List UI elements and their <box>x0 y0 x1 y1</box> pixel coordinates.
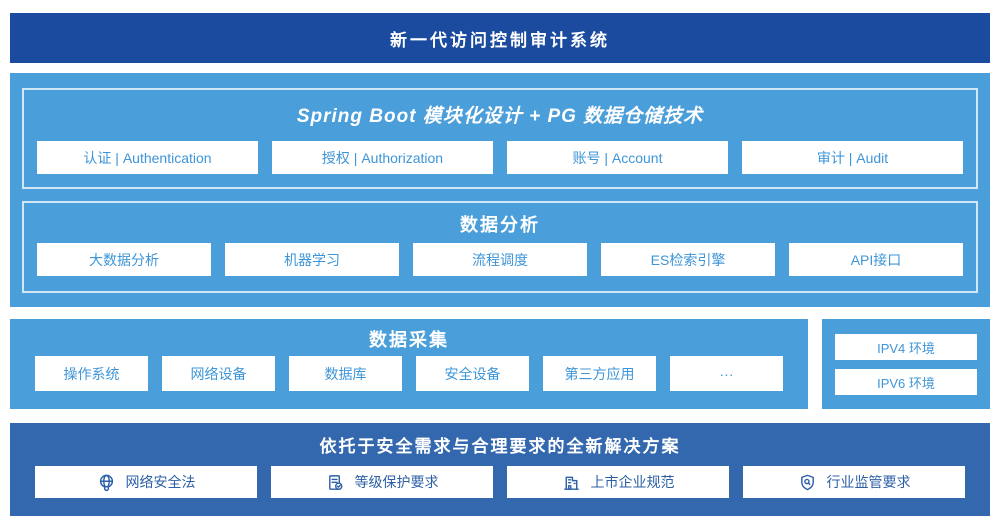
data-collection-panel: 数据采集 操作系统 网络设备 数据库 安全设备 第三方应用 ··· <box>10 319 808 409</box>
solution-row: 网络安全法 等级保护要求 <box>35 466 965 498</box>
checklist-icon <box>326 473 345 492</box>
module-box-account: 账号 | Account <box>507 141 728 174</box>
solution-box-cybersecurity-law: 网络安全法 <box>35 466 257 498</box>
building-icon <box>562 473 581 492</box>
env-box-ipv4: IPV4 环境 <box>835 334 977 360</box>
collection-box-network: 网络设备 <box>162 356 275 391</box>
data-analysis-title: 数据分析 <box>460 215 540 235</box>
module-box-authentication: 认证 | Authentication <box>37 141 258 174</box>
platform-panel: Spring Boot 模块化设计 + PG 数据仓储技术 认证 | Authe… <box>10 73 990 307</box>
analysis-box-es: ES检索引擎 <box>601 243 775 276</box>
solution-box-label: 等级保护要求 <box>354 474 439 490</box>
analysis-box-bigdata: 大数据分析 <box>37 243 211 276</box>
analysis-box-api: API接口 <box>789 243 963 276</box>
analysis-box-workflow: 流程调度 <box>413 243 587 276</box>
springboot-section-title: Spring Boot 模块化设计 + PG 数据仓储技术 <box>296 106 704 127</box>
data-collection-row: 操作系统 网络设备 数据库 安全设备 第三方应用 ··· <box>35 356 783 391</box>
solution-title: 依托于安全需求与合理要求的全新解决方案 <box>319 437 681 456</box>
collection-box-thirdparty: 第三方应用 <box>543 356 656 391</box>
data-analysis-row: 大数据分析 机器学习 流程调度 ES检索引擎 API接口 <box>37 243 963 276</box>
globe-icon <box>97 473 116 492</box>
collection-box-more: ··· <box>670 356 783 391</box>
module-box-audit: 审计 | Audit <box>742 141 963 174</box>
shield-search-icon <box>798 473 817 492</box>
solution-panel: 依托于安全需求与合理要求的全新解决方案 网络安全法 <box>10 423 990 516</box>
springboot-module-row: 认证 | Authentication 授权 | Authorization 账… <box>37 141 963 174</box>
analysis-box-ml: 机器学习 <box>225 243 399 276</box>
data-analysis-section: 数据分析 大数据分析 机器学习 流程调度 ES检索引擎 API接口 <box>22 201 978 293</box>
solution-box-listed-company: 上市企业规范 <box>507 466 729 498</box>
solution-box-classified-protection: 等级保护要求 <box>271 466 493 498</box>
solution-box-label: 行业监管要求 <box>826 474 911 490</box>
solution-box-label: 上市企业规范 <box>590 474 675 490</box>
network-env-panel: IPV4 环境 IPV6 环境 <box>822 319 990 409</box>
middle-row: 数据采集 操作系统 网络设备 数据库 安全设备 第三方应用 ··· IPV4 环… <box>10 319 990 409</box>
module-box-authorization: 授权 | Authorization <box>272 141 493 174</box>
collection-box-os: 操作系统 <box>35 356 148 391</box>
data-collection-title: 数据采集 <box>369 330 449 350</box>
solution-box-label: 网络安全法 <box>125 474 196 490</box>
collection-box-security: 安全设备 <box>416 356 529 391</box>
solution-box-industry-regulation: 行业监管要求 <box>743 466 965 498</box>
springboot-section: Spring Boot 模块化设计 + PG 数据仓储技术 认证 | Authe… <box>22 88 978 189</box>
collection-box-database: 数据库 <box>289 356 402 391</box>
page-title: 新一代访问控制审计系统 <box>10 13 990 63</box>
env-box-ipv6: IPV6 环境 <box>835 369 977 395</box>
